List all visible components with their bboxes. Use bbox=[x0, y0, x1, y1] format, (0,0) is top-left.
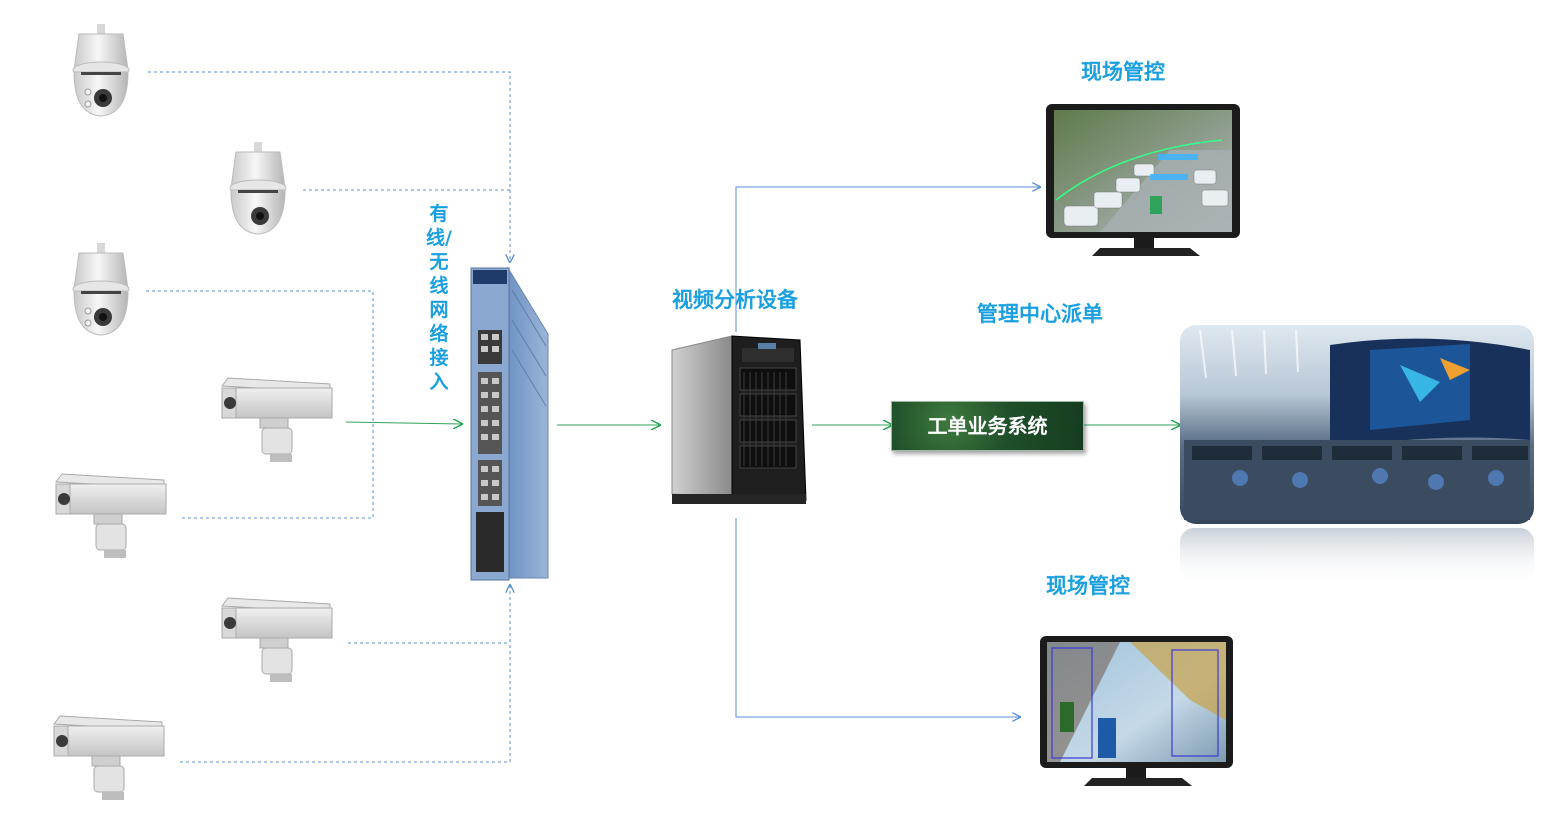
video-analysis-label: 视频分析设备 bbox=[672, 288, 798, 312]
box-camera-icon bbox=[221, 597, 333, 682]
link-box-1 bbox=[345, 422, 462, 424]
control-room-photo bbox=[1180, 325, 1534, 586]
monitor-icon bbox=[1040, 636, 1233, 786]
network-switch-icon bbox=[470, 266, 549, 581]
box-camera-icon bbox=[53, 715, 165, 800]
network-access-label: 有线/无线网络接入 bbox=[426, 203, 452, 393]
camera-links bbox=[146, 71, 510, 763]
server-to-bottom-monitor bbox=[735, 518, 1020, 717]
box-camera-icon bbox=[221, 377, 333, 462]
link-dome-1 bbox=[148, 71, 510, 262]
box-camera-icon bbox=[55, 473, 167, 558]
dome-camera-icon bbox=[229, 142, 287, 235]
dome-camera-icon bbox=[72, 24, 130, 117]
work-order-system-box: 工单业务系统 bbox=[891, 401, 1084, 451]
site-control-label-top: 现场管控 bbox=[1081, 60, 1165, 84]
server-to-top-monitor bbox=[735, 187, 1040, 332]
link-box-4 bbox=[180, 585, 510, 763]
monitor-icon bbox=[1046, 104, 1240, 256]
dispatch-label: 管理中心派单 bbox=[977, 302, 1103, 326]
site-control-label-bottom: 现场管控 bbox=[1046, 574, 1130, 598]
tower-server-icon bbox=[671, 335, 807, 504]
dome-camera-icon bbox=[72, 243, 130, 336]
